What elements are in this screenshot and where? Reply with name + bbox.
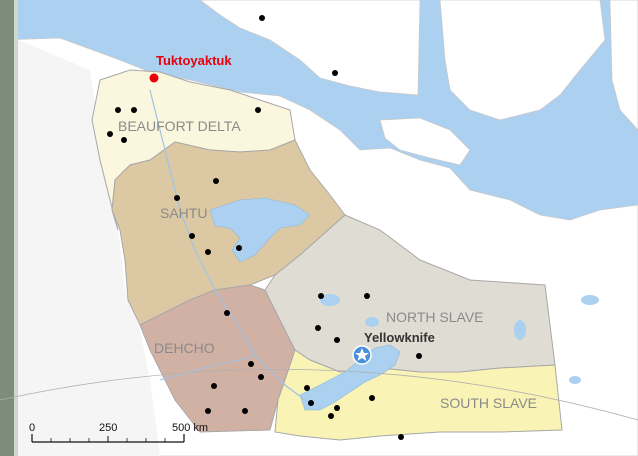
- community-dot[interactable]: [224, 310, 230, 316]
- capital-label: Yellowknife: [364, 330, 435, 345]
- community-dot[interactable]: [121, 137, 127, 143]
- scale-bar: 0 250 500 km: [29, 422, 208, 443]
- community-dot[interactable]: [255, 107, 261, 113]
- imagery-edge: [0, 0, 14, 456]
- region-label-south-slave: SOUTH SLAVE: [440, 395, 537, 411]
- community-dot[interactable]: [248, 361, 254, 367]
- lake: [514, 320, 526, 340]
- community-dot[interactable]: [211, 383, 217, 389]
- yukon-area: [18, 40, 160, 456]
- lake: [569, 376, 581, 384]
- community-dot[interactable]: [334, 405, 340, 411]
- lake: [365, 317, 379, 327]
- scale-label-0: 0: [29, 422, 35, 434]
- region-label-beaufort-delta: BEAUFORT DELTA: [118, 118, 241, 134]
- community-dot[interactable]: [398, 434, 404, 440]
- community-dot[interactable]: [131, 107, 137, 113]
- community-dot[interactable]: [318, 293, 324, 299]
- community-dot[interactable]: [315, 325, 321, 331]
- community-dot[interactable]: [189, 233, 195, 239]
- community-dot[interactable]: [107, 131, 113, 137]
- community-dot[interactable]: [236, 245, 242, 251]
- great-slave-lake: [299, 344, 401, 411]
- region-label-sahtu: SAHTU: [160, 205, 207, 221]
- coastal-islands: [379, 117, 471, 166]
- region-label-north-slave: NORTH SLAVE: [386, 309, 484, 325]
- mackenzie-river: [149, 89, 306, 401]
- community-dot[interactable]: [364, 293, 370, 299]
- community-dot[interactable]: [304, 385, 310, 391]
- community-dot[interactable]: [259, 15, 265, 21]
- victoria-island: [199, 0, 421, 96]
- community-dot[interactable]: [258, 374, 264, 380]
- community-dot[interactable]: [308, 400, 314, 406]
- community-dot[interactable]: [242, 408, 248, 414]
- community-dot[interactable]: [334, 337, 340, 343]
- liard-river: [159, 354, 256, 381]
- community-dot[interactable]: [205, 408, 211, 414]
- community-dot[interactable]: [205, 249, 211, 255]
- community-dot[interactable]: [174, 195, 180, 201]
- highlight-city-marker[interactable]: [149, 73, 159, 83]
- highlight-city-label: Tuktoyaktuk: [156, 53, 232, 68]
- community-dot[interactable]: [328, 413, 334, 419]
- northeast-land: [609, 0, 638, 131]
- community-dot[interactable]: [115, 107, 121, 113]
- victoria-island-east: [439, 0, 606, 121]
- scale-label-500km: 500 km: [172, 422, 208, 434]
- community-dot[interactable]: [213, 178, 219, 184]
- region-label-dehcho: DEHCHO: [154, 340, 215, 356]
- community-dot[interactable]: [416, 353, 422, 359]
- community-dot[interactable]: [332, 70, 338, 76]
- imagery-edge-border: [14, 0, 18, 456]
- community-dot[interactable]: [369, 395, 375, 401]
- scale-label-250: 250: [99, 422, 117, 434]
- lake: [581, 295, 599, 305]
- lake: [320, 294, 340, 306]
- great-bear-lake: [209, 197, 311, 263]
- graticule-line: [0, 369, 638, 421]
- community-dots: [107, 15, 422, 440]
- star-icon: [355, 348, 369, 361]
